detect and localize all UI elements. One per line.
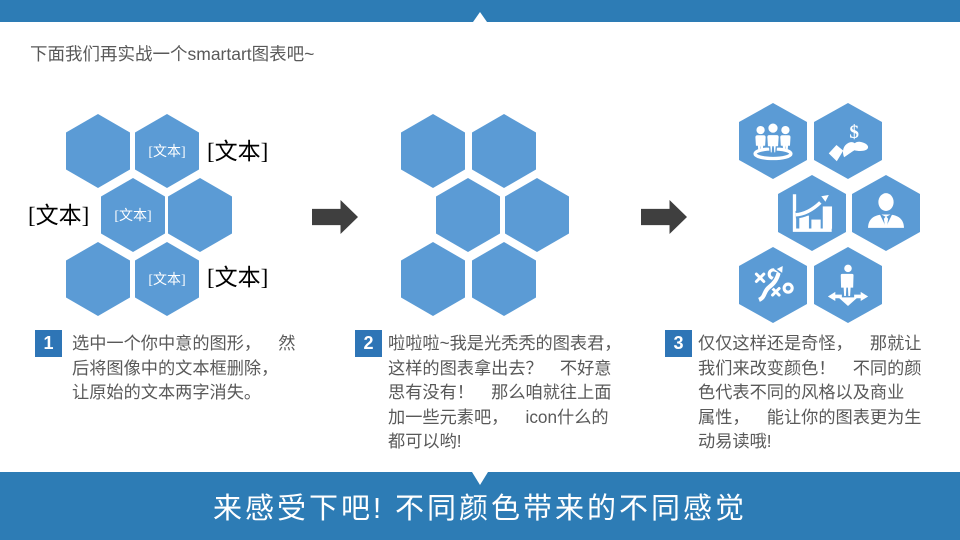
step-number-badge: 1 [35, 330, 62, 357]
dollar-sign-glyph: $ [849, 122, 859, 143]
hexagon [739, 247, 807, 323]
outer-text-placeholder: [文本] [207, 139, 269, 164]
hexagon [168, 178, 232, 252]
step-text: 啦啦啦~我是光秃秃的图表君， 这样的图表拿出去？ 不好意 思有没有！ 那么咱就往… [388, 333, 622, 451]
top-bar [0, 0, 960, 22]
hex-text-placeholder: [文本] [114, 209, 152, 224]
hexagon: [文本] [101, 178, 165, 252]
person-direction-arrows-icon [827, 264, 869, 306]
step-number-badge: 2 [355, 330, 382, 357]
hexagon [852, 175, 920, 251]
hexagon: $ [814, 103, 882, 179]
hexagon [66, 114, 130, 188]
step-text: 选中一个你中意的图形， 然 后将图像中的文本框删除， 让原始的文本两字消失。 [72, 333, 296, 402]
hexagon: [文本] [135, 242, 199, 316]
hexagon [66, 242, 130, 316]
hexagon [472, 242, 536, 316]
hexagon [739, 103, 807, 179]
slide-title: 下面我们再实战一个smartart图表吧~ [30, 44, 315, 64]
outer-text-placeholder: [文本] [28, 203, 90, 228]
outer-text-placeholder: [文本] [207, 265, 269, 290]
hand-with-dollar-icon: $ [828, 122, 869, 162]
hexagon [778, 175, 846, 251]
bottom-banner-notch [472, 472, 488, 485]
top-bar-notch [473, 12, 487, 22]
hexagon [505, 178, 569, 252]
hexagon [814, 247, 882, 323]
businessperson-icon [868, 193, 904, 228]
hexagon [472, 114, 536, 188]
hexagon [436, 178, 500, 252]
hexagon: [文本] [135, 114, 199, 188]
hex-text-placeholder: [文本] [148, 273, 186, 288]
hexagon [401, 114, 465, 188]
step-number-badge: 3 [665, 330, 692, 357]
people-group-icon [753, 122, 793, 161]
hexagon [401, 242, 465, 316]
growth-bar-chart-icon [792, 192, 833, 232]
strategy-xo-icon [754, 263, 794, 303]
step-text: 仅仅这样还是奇怪， 那就让 我们来改变颜色！ 不同的颜 色代表不同的风格以及商业… [698, 333, 922, 451]
hex-text-placeholder: [文本] [148, 145, 186, 160]
arrow-right-icon [641, 200, 687, 234]
arrow-right-icon [312, 200, 358, 234]
banner-text: 来感受下吧! 不同颜色带来的不同感觉 [212, 493, 748, 525]
